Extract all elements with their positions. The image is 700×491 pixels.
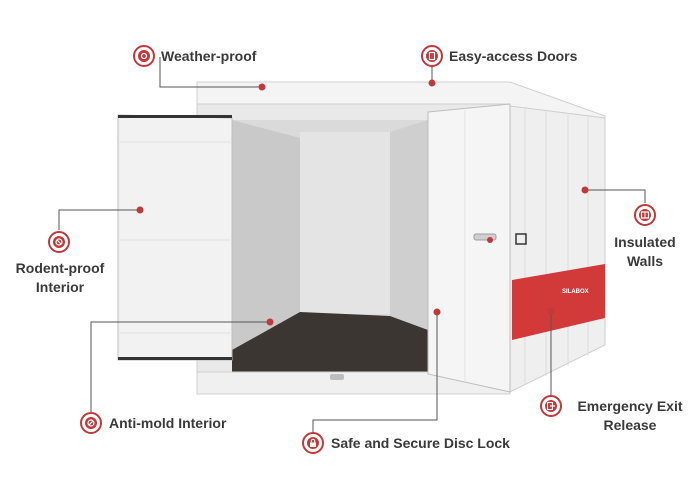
callout-emergency-exit-release: Emergency Exit Release bbox=[566, 397, 694, 435]
emergency-exit-line2: Release bbox=[603, 417, 657, 433]
leader-disc-lock bbox=[312, 312, 438, 433]
right-door bbox=[427, 103, 511, 393]
emergency-exit-line1: Emergency Exit bbox=[577, 398, 683, 414]
door-icon bbox=[421, 45, 443, 67]
callout-rodent-proof-interior: Rodent-proof Interior bbox=[6, 259, 114, 297]
callout-insulated-walls: Insulated Walls bbox=[604, 233, 686, 271]
anchor-insulated-walls bbox=[581, 186, 589, 194]
container-red-stripe bbox=[512, 264, 605, 340]
lock-icon bbox=[302, 432, 324, 454]
anchor-disc-lock bbox=[433, 308, 441, 316]
container-floor bbox=[232, 312, 428, 372]
no-rodent-icon bbox=[48, 231, 70, 253]
anchor-anti-mold bbox=[266, 318, 274, 326]
exit-icon bbox=[540, 395, 562, 417]
anchor-rodent-proof bbox=[136, 206, 144, 214]
anchor-easy-access-doors bbox=[428, 79, 436, 87]
leader-insulated-walls bbox=[585, 189, 646, 203]
insulated-walls-line2: Walls bbox=[626, 253, 664, 269]
container-brand-mark: SILABOX bbox=[562, 289, 589, 295]
cloud-sun-icon bbox=[133, 45, 155, 67]
leader-weather-proof bbox=[159, 57, 262, 88]
container-side-wall bbox=[509, 105, 606, 393]
no-mold-icon bbox=[80, 412, 102, 434]
leader-anti-mold bbox=[90, 321, 270, 412]
anchor-weather-proof bbox=[258, 83, 266, 91]
callout-safe-secure-disc-lock: Safe and Secure Disc Lock bbox=[331, 435, 510, 451]
callout-anti-mold-interior: Anti-mold Interior bbox=[109, 415, 227, 431]
callout-weather-proof: Weather-proof bbox=[161, 48, 257, 64]
rodent-proof-line1: Rodent-proof bbox=[15, 260, 105, 276]
insulated-walls-line1: Insulated bbox=[614, 234, 676, 250]
anchor-emergency-exit bbox=[547, 307, 555, 315]
leader-rodent-proof bbox=[58, 209, 140, 230]
container-base-plate bbox=[330, 374, 344, 380]
callout-easy-access-doors: Easy-access Doors bbox=[449, 48, 578, 64]
wall-icon bbox=[634, 204, 656, 226]
rodent-proof-line2: Interior bbox=[35, 279, 85, 295]
left-door bbox=[117, 114, 233, 361]
